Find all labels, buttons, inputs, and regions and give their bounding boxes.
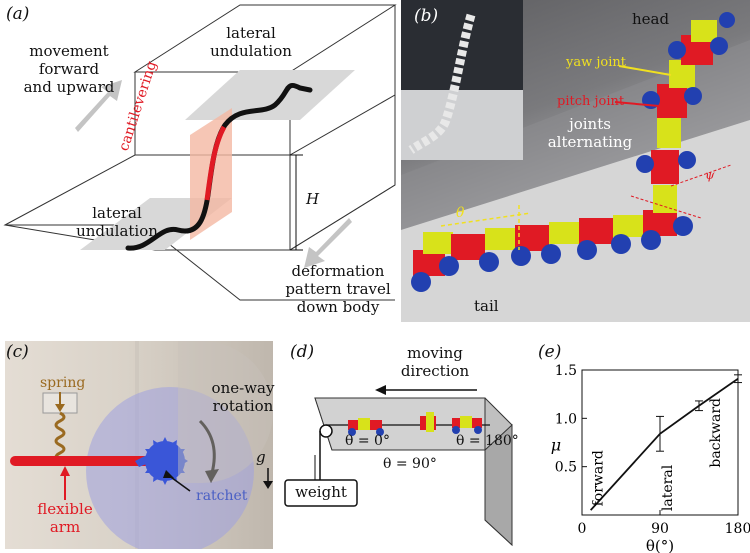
gravity-arrow xyxy=(263,468,273,489)
flexible-arm-label: flexible arm xyxy=(37,500,93,536)
tail-label: tail xyxy=(474,297,499,315)
panel-c-label: (c) xyxy=(6,342,29,362)
annotation-backward: backward xyxy=(708,398,724,468)
annotation-forward: forward xyxy=(591,450,607,506)
lower-front-edge xyxy=(5,224,395,301)
ratchet-illustration xyxy=(10,341,254,549)
moving-direction-label: moving direction xyxy=(400,344,470,380)
ratchet-label: ratchet xyxy=(196,488,248,504)
joints-alternating-label: joints alternating xyxy=(547,115,633,151)
x-axis-label: θ(°) xyxy=(646,537,674,553)
movement-arrow xyxy=(75,80,122,132)
lateral-undulation-bottom: lateral undulation xyxy=(76,204,158,240)
panel-a-diagram xyxy=(3,4,397,301)
robot-wheels xyxy=(411,12,735,292)
head-label: head xyxy=(632,10,670,28)
theta-90-label: θ = 90° xyxy=(383,456,437,472)
y-axis-label: μ xyxy=(551,436,561,455)
psi-label: ψ xyxy=(705,168,715,182)
upper-plane xyxy=(185,70,355,120)
x-tick-label: 180 xyxy=(725,521,750,537)
yaw-joint-label: yaw joint xyxy=(566,55,626,70)
mu-line xyxy=(590,377,739,511)
movement-text: movement forward and upward xyxy=(23,42,115,96)
panel-a-label: (a) xyxy=(6,4,30,24)
mini-robots xyxy=(348,412,482,436)
one-way-rotation-label: one-way rotation xyxy=(211,379,275,415)
panel-d-diagram xyxy=(284,385,513,547)
robot-modules xyxy=(413,20,717,276)
ratchet-photo xyxy=(5,341,273,549)
panel-b-label: (b) xyxy=(414,6,439,26)
lower-platform xyxy=(3,94,396,251)
height-symbol: H xyxy=(306,190,320,208)
panel-d-label: (d) xyxy=(290,342,315,362)
deformation-text: deformation pattern travel down body xyxy=(285,262,391,316)
mu-vs-theta-chart: 0 90 180 0.5 1.0 1.5 μ θ(°) forward lateral backwa… xyxy=(551,363,750,553)
x-tick-label: 0 xyxy=(578,521,587,537)
y-tick-label: 0.5 xyxy=(555,460,577,476)
cantilever-segment xyxy=(204,125,227,201)
panel-c-pointers xyxy=(55,392,191,500)
spring-label: spring xyxy=(40,375,86,391)
y-tick-label: 1.0 xyxy=(555,411,577,427)
ratchet-gear xyxy=(142,437,188,485)
weight-label: weight xyxy=(295,483,347,501)
panel-e-label: (e) xyxy=(538,342,562,362)
pitch-joint-label: pitch joint xyxy=(557,94,625,109)
robot-snake-illustration xyxy=(401,0,750,322)
lateral-undulation-top: lateral undulation xyxy=(210,24,292,60)
theta-label: θ xyxy=(456,205,465,221)
theta-180-label: θ = 180° xyxy=(456,433,519,449)
x-tick-label: 90 xyxy=(651,521,669,537)
gravity-label: g xyxy=(256,448,266,466)
robot-snake-photo xyxy=(401,0,750,322)
deformation-arrow xyxy=(304,218,352,268)
annotation-lateral: lateral xyxy=(660,464,676,511)
y-tick-label: 1.5 xyxy=(555,363,577,379)
theta-0-label: θ = 0° xyxy=(345,433,390,449)
